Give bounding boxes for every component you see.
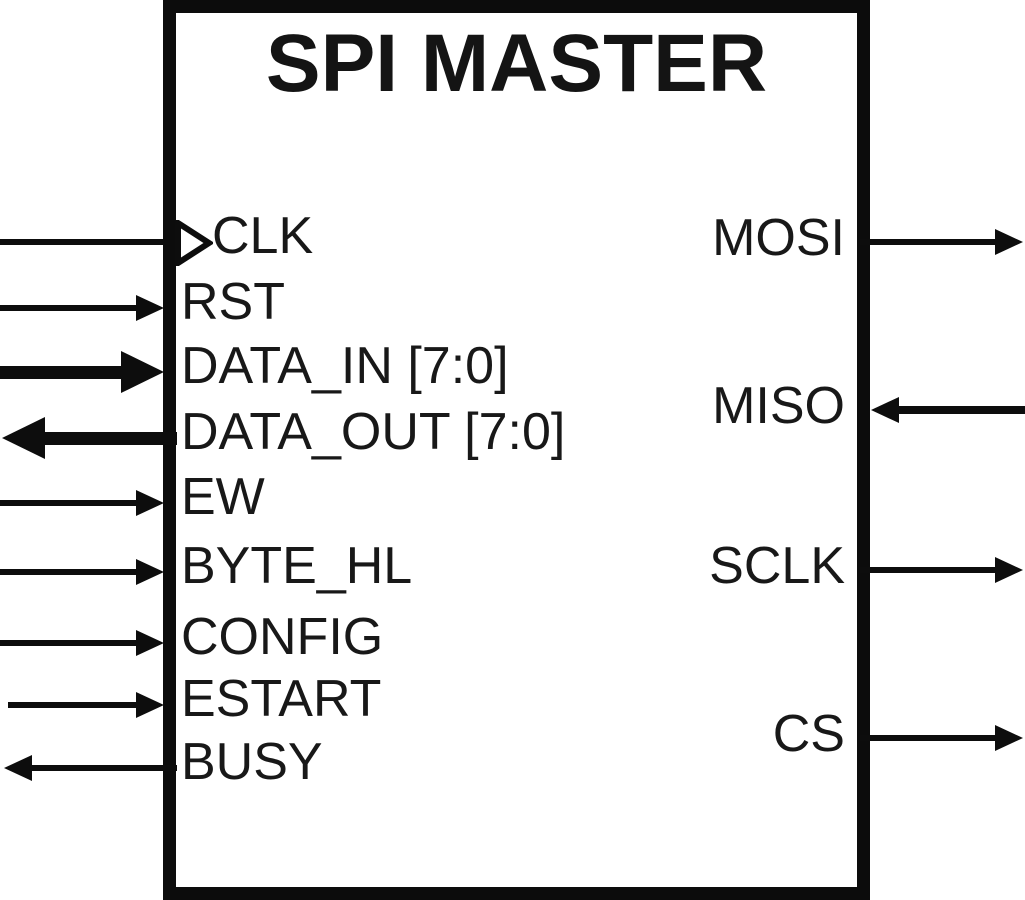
byte-hl-wire [0, 569, 140, 575]
port-label-data-in: DATA_IN [7:0] [181, 337, 509, 395]
rst-wire [0, 305, 140, 311]
port-label-config: CONFIG [181, 608, 384, 666]
arrow-right-icon [136, 490, 164, 516]
port-label-ew: EW [181, 468, 265, 526]
arrow-left-icon [871, 397, 899, 423]
data-in-wire [0, 366, 124, 379]
busy-wire [30, 765, 177, 771]
sclk-wire [860, 567, 996, 573]
estart-wire [8, 702, 140, 708]
port-label-mosi: MOSI [712, 209, 845, 267]
port-label-estart: ESTART [181, 670, 382, 728]
bus-arrow-right-icon [121, 351, 164, 393]
cs-wire [860, 735, 996, 741]
clock-edge-icon [175, 220, 213, 266]
port-label-rst: RST [181, 273, 285, 331]
port-label-data-out: DATA_OUT [7:0] [181, 403, 566, 461]
arrow-right-icon [136, 559, 164, 585]
ew-wire [0, 500, 140, 506]
port-label-byte-hl: BYTE_HL [181, 537, 413, 595]
port-label-miso: MISO [712, 377, 845, 435]
config-wire [0, 640, 140, 646]
data-out-wire [30, 432, 177, 445]
block-title: SPI MASTER [265, 18, 768, 109]
clk-wire [0, 239, 164, 245]
arrow-right-icon [995, 725, 1023, 751]
arrow-right-icon [136, 295, 164, 321]
arrow-right-icon [136, 692, 164, 718]
arrow-left-icon [4, 755, 32, 781]
mosi-wire [860, 239, 996, 245]
miso-wire [898, 406, 1025, 414]
arrow-right-icon [995, 557, 1023, 583]
arrow-right-icon [995, 229, 1023, 255]
port-label-cs: CS [772, 705, 845, 763]
port-label-clk: CLK [212, 207, 314, 265]
arrow-right-icon [136, 630, 164, 656]
spi-master-block [163, 0, 870, 900]
port-label-sclk: SCLK [709, 537, 845, 595]
port-label-busy: BUSY [181, 733, 323, 791]
